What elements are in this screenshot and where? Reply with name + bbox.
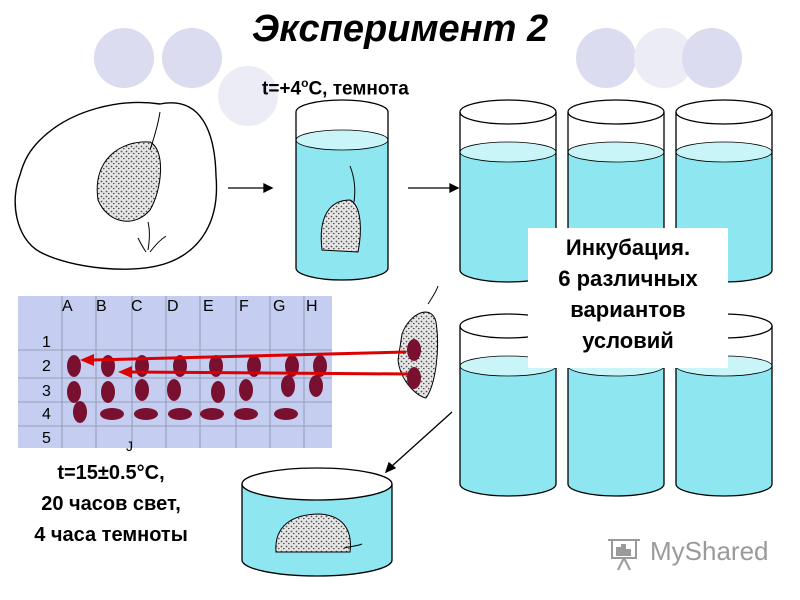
- grid-row-header: 4: [42, 406, 51, 423]
- germination-line: 20 часов свет,: [41, 493, 181, 515]
- watermark-text: MyShared: [650, 536, 769, 566]
- presentation-board-icon: [608, 539, 640, 571]
- seed: [211, 381, 225, 403]
- seed: [281, 375, 295, 397]
- germination-line: t=15±0.5°C,: [57, 462, 165, 484]
- germination-conditions: t=15±0.5°C, 20 часов свет, 4 часа темнот…: [6, 458, 216, 551]
- grid-column-header: F: [239, 298, 249, 315]
- seed: [167, 379, 181, 401]
- grid-row-header: 5: [42, 430, 51, 447]
- seed: [101, 381, 115, 403]
- grid-column-header: H: [306, 298, 318, 315]
- cold-condition-degree: o: [301, 76, 309, 90]
- seed: [134, 408, 158, 420]
- cold-condition-suffix: C, темнота: [308, 78, 409, 100]
- grid-mark: J: [126, 438, 133, 454]
- cold-condition-prefix: t=+4: [262, 78, 302, 100]
- seed: [67, 355, 81, 377]
- grid-column-header: E: [203, 298, 214, 315]
- grid-column-header: A: [62, 298, 73, 315]
- seed: [73, 401, 87, 423]
- grid-row-header: 2: [42, 358, 51, 375]
- page-title: Эксперимент 2: [251, 8, 549, 50]
- grid-row-header: 3: [42, 383, 51, 400]
- incubation-label: Инкубация. 6 различных вариантов условий: [528, 228, 728, 368]
- seed: [135, 379, 149, 401]
- seed: [168, 408, 192, 420]
- seed: [234, 408, 258, 420]
- incubation-line: условий: [582, 328, 674, 353]
- grid-column-header: G: [273, 298, 286, 315]
- decorative-circles: [94, 28, 742, 126]
- soil-sample: [14, 101, 218, 270]
- seed: [100, 408, 124, 420]
- seed: [67, 381, 81, 403]
- seed: [239, 379, 253, 401]
- watermark-logo: MyShared: [606, 536, 769, 567]
- incubation-line: 6 различных: [558, 266, 698, 291]
- seed: [200, 408, 224, 420]
- seed: [407, 339, 421, 361]
- seed: [407, 367, 421, 389]
- grid-column-header: D: [167, 298, 179, 315]
- seed-source-sample: [397, 285, 439, 399]
- grid-column-header: B: [96, 298, 107, 315]
- cold-condition-label: t=+4oC, темнота: [262, 76, 409, 100]
- transfer-arrows: [80, 350, 409, 378]
- incubation-line: Инкубация.: [565, 235, 691, 260]
- incubation-line: вариантов: [570, 297, 686, 322]
- seed: [309, 375, 323, 397]
- petri-dish: [241, 467, 393, 577]
- seed: [313, 355, 327, 377]
- germination-line: 4 часа темноты: [34, 524, 188, 546]
- grid-column-header: C: [131, 298, 143, 315]
- cold-beaker: [295, 99, 389, 281]
- flow-arrows: [228, 182, 460, 474]
- seed: [285, 355, 299, 377]
- seed: [274, 408, 298, 420]
- grid-row-header: 1: [42, 334, 51, 351]
